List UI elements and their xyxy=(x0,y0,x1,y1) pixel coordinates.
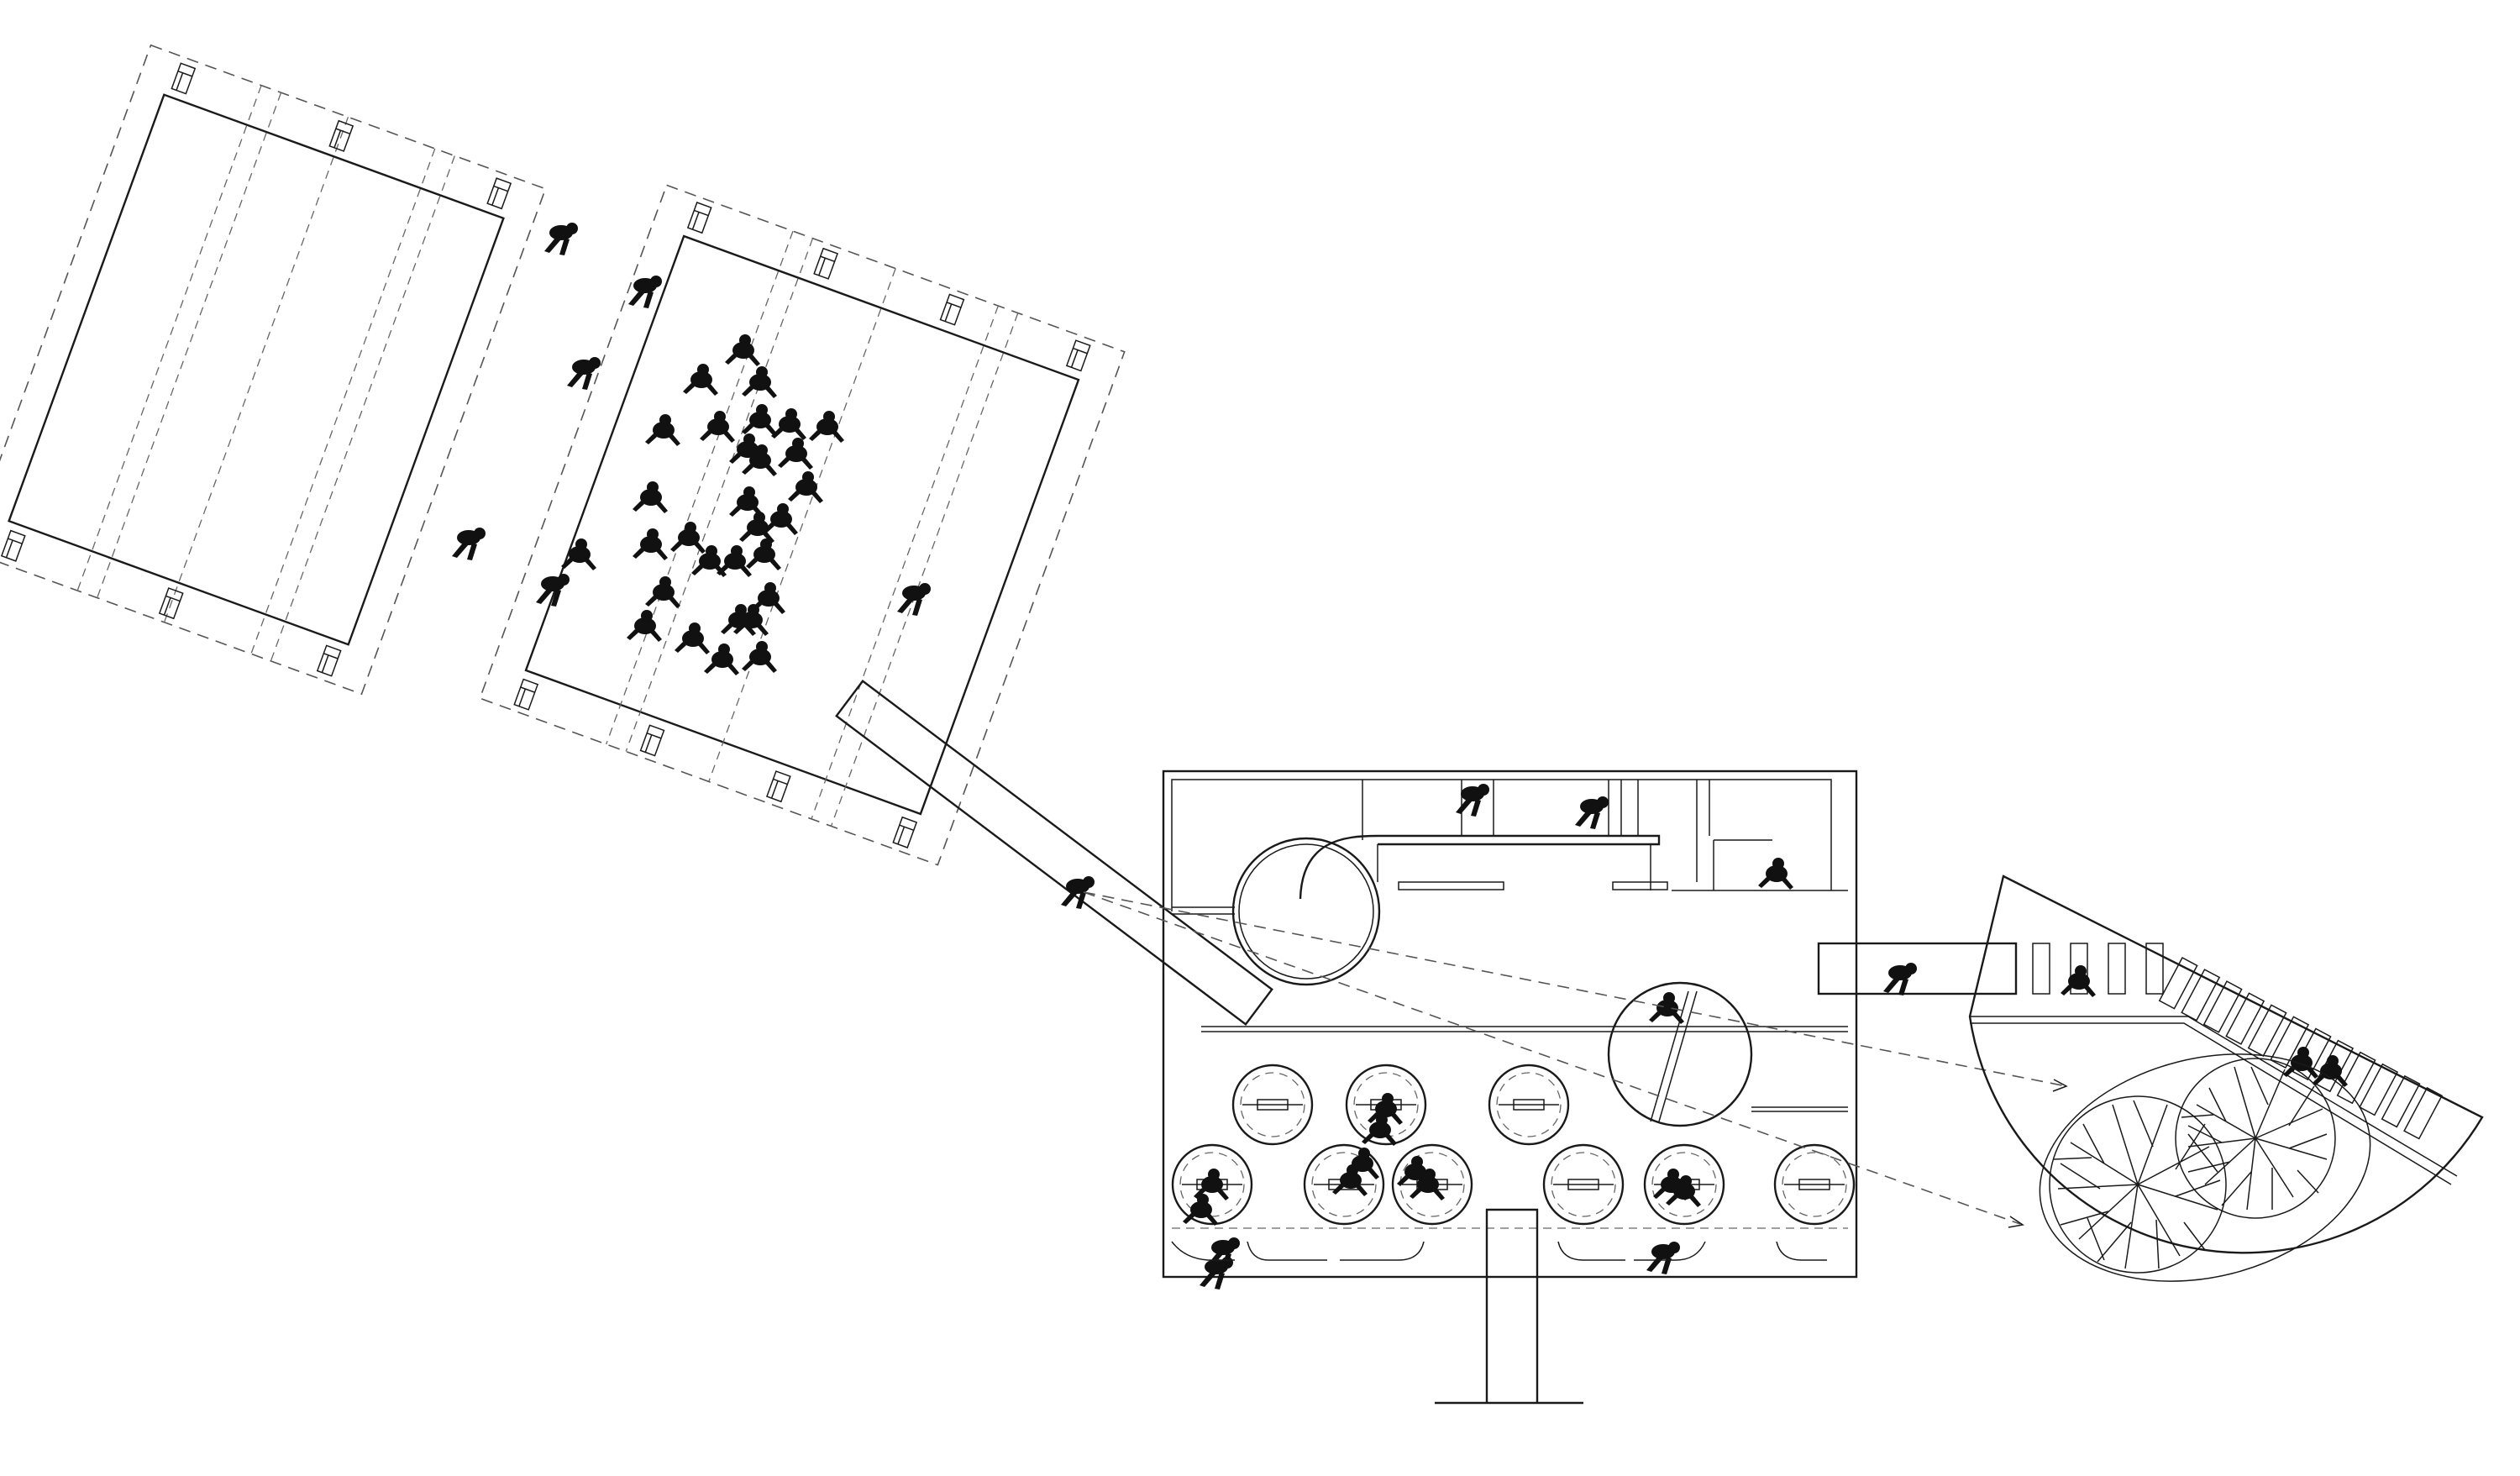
crowd-silhouettes xyxy=(627,334,844,675)
sight-lines xyxy=(1083,891,2068,1228)
tree-canopies xyxy=(2049,1058,2336,1274)
parking-deck-center xyxy=(479,184,1126,866)
parking-deck-left xyxy=(0,44,547,696)
entry-stair xyxy=(1435,1208,1583,1405)
ramp-bridge xyxy=(835,680,1273,1026)
circular-pods xyxy=(1171,1064,1856,1226)
connector-bridge xyxy=(1817,942,2018,995)
bottom-benches xyxy=(1171,1227,1848,1261)
pedestrian-silhouettes xyxy=(452,223,931,616)
person-on-ramp xyxy=(1061,876,1095,909)
main-building-plan xyxy=(1162,770,1858,1279)
semicircle-garden-pavilion xyxy=(1968,875,2484,1282)
